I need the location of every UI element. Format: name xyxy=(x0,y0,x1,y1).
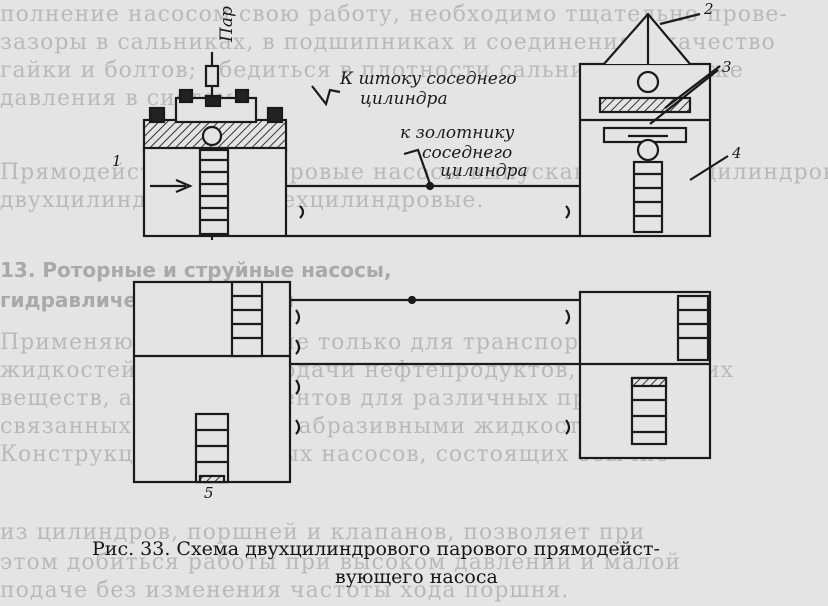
arrow-head xyxy=(175,178,193,194)
figure-caption-line2: вующего насоса xyxy=(335,566,498,588)
valve-label-line1: к золотнику xyxy=(400,123,515,143)
background-text-line: Применяются насосы не только для транспо… xyxy=(0,330,682,355)
pipe-break xyxy=(565,419,571,435)
background-text-line: веществ, а также реагентов для различных… xyxy=(0,386,694,411)
callout-2: 2 xyxy=(703,0,714,18)
valve-label-line2: соседнего xyxy=(422,143,512,163)
steam-inlet-pipe xyxy=(204,52,220,98)
leader-line-2 xyxy=(659,12,701,26)
leader-line-4 xyxy=(689,155,729,181)
callout-4: 4 xyxy=(731,144,742,162)
joint-dot xyxy=(407,295,417,305)
pipe-break xyxy=(295,309,301,325)
background-text-line: из цилиндров, поршней и клапанов, позвол… xyxy=(0,520,646,545)
rod-label-line2: цилиндра xyxy=(360,89,448,109)
background-section-heading: 13. Роторные и струйные насосы, xyxy=(0,258,392,282)
piston-right xyxy=(632,160,664,234)
valve-link-line xyxy=(403,148,432,185)
pipe-break xyxy=(295,339,301,355)
valve-label-line3: цилиндра xyxy=(440,161,528,181)
background-text-line: связанных с вязкими и абразивными жидкос… xyxy=(0,414,638,439)
pump-cylinder-left xyxy=(132,280,292,484)
pipe-break xyxy=(295,379,301,395)
background-text-line: этом добиться работы при высоком давлени… xyxy=(0,550,682,575)
callout-1: 1 xyxy=(112,152,122,170)
callout-5: 5 xyxy=(204,484,214,502)
pump-cylinder-right xyxy=(578,290,712,460)
steam-label: Пар xyxy=(217,6,237,43)
pipe-break xyxy=(565,205,571,219)
piston-left xyxy=(198,148,230,240)
background-text-line: Конструкция поршневых насосов, состоящих… xyxy=(0,442,670,467)
pipe-break xyxy=(295,419,301,435)
rod-link-line xyxy=(311,85,341,107)
rod-label-line1: К штоку соседнего xyxy=(339,69,517,89)
pipe-break xyxy=(299,205,305,219)
joint-dot xyxy=(425,181,435,191)
figure-caption-line1: Рис. 33. Схема двухцилиндрового парового… xyxy=(92,538,660,560)
background-text-line: подаче без изменения частоты хода поршня… xyxy=(0,578,570,603)
pipe-break xyxy=(565,309,571,325)
callout-3: 3 xyxy=(722,58,732,76)
